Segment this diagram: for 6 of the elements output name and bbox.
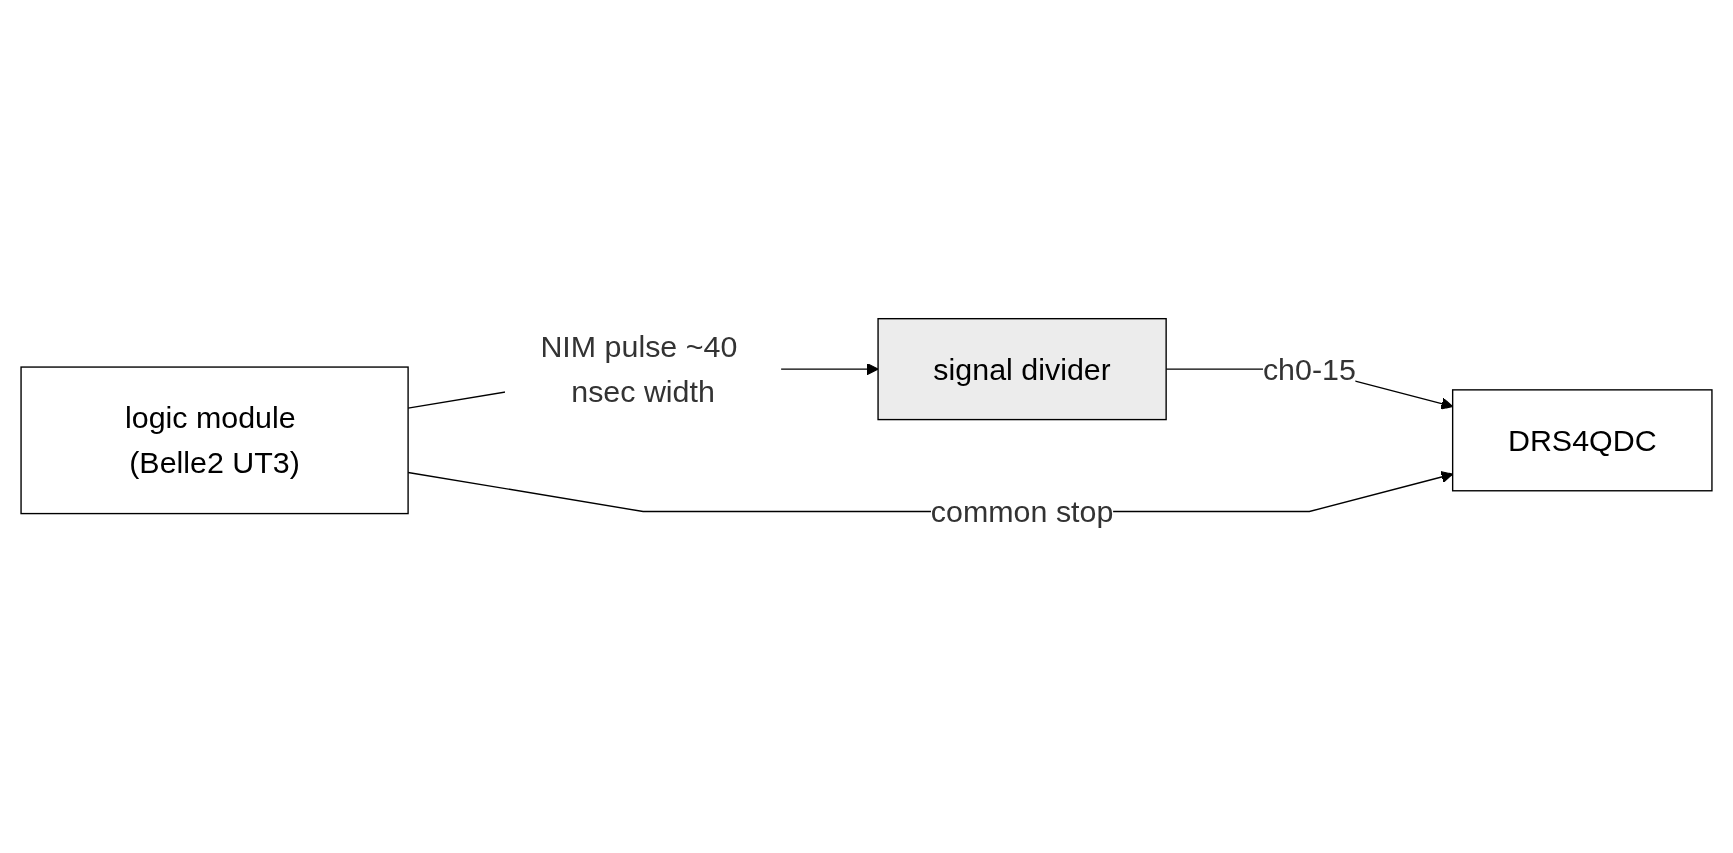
node-box: logic module (Belle2 UT3) [20,366,409,515]
edge-label: ch0-15 [1262,351,1356,387]
edge-label: common stop [930,494,1114,529]
node-box: DRS4QDC [1451,389,1713,492]
edge-label: NIM pulse ~40 nsec width [540,329,738,410]
node-box: signal divider [877,318,1167,421]
